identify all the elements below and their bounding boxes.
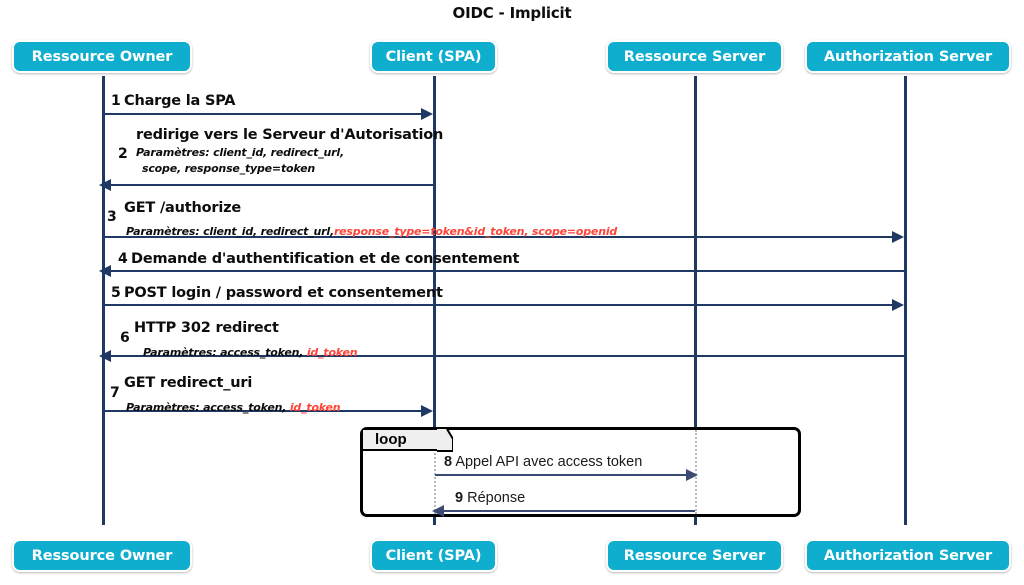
- message-1-label: Charge la SPA: [124, 93, 236, 109]
- participant-client-spa-top[interactable]: Client (SPA): [370, 40, 497, 73]
- message-4-arrowhead: [99, 265, 111, 277]
- diagram-title: OIDC - Implicit: [452, 4, 572, 22]
- message-3-params-row: Paramètres: client_id, redirect_url,resp…: [126, 220, 617, 239]
- message-7-params-row: Paramètres: access_token, id_token: [126, 396, 341, 415]
- lifeline-client-spa: [433, 76, 436, 525]
- message-2-number: 2: [118, 146, 128, 162]
- message-9-arrowhead: [432, 505, 444, 517]
- message-7-label: GET redirect_uri: [124, 375, 252, 391]
- loop-tab-label: loop: [375, 431, 407, 448]
- message-7-arrowhead: [421, 405, 433, 417]
- message-4-label: Demande d'authentification et de consent…: [131, 251, 519, 267]
- message-2-label: redirige vers le Serveur d'Autorisation …: [136, 127, 443, 175]
- message-2-text: redirige vers le Serveur d'Autorisation: [136, 127, 444, 143]
- message-4-number: 4: [118, 251, 128, 267]
- message-5-line: [103, 304, 896, 306]
- loop-tab: [363, 430, 438, 451]
- message-4-text: Demande d'authentification et de consent…: [131, 251, 520, 267]
- message-9-number: 9: [455, 490, 464, 506]
- participant-client-spa-bottom[interactable]: Client (SPA): [370, 539, 497, 572]
- message-2-line: [110, 184, 434, 186]
- participant-authorization-server-top[interactable]: Authorization Server: [805, 40, 1011, 73]
- message-4-line: [110, 270, 905, 272]
- message-6-arrowhead: [99, 350, 111, 362]
- participant-ressource-server-bottom[interactable]: Ressource Server: [606, 539, 783, 572]
- message-9-line: [444, 510, 695, 512]
- message-7-text: GET redirect_uri: [124, 375, 253, 391]
- message-2-params: Paramètres: client_id, redirect_url,: [136, 146, 344, 159]
- message-1-arrowhead: [421, 108, 433, 120]
- message-7-line: [103, 410, 424, 412]
- message-3-params-red: response_type=token&id_token, scope=open…: [333, 225, 618, 238]
- message-5-label: POST login / password et consentement: [124, 285, 443, 301]
- participant-ressource-server-top[interactable]: Ressource Server: [606, 40, 783, 73]
- message-9-text: Réponse: [467, 490, 526, 506]
- lifeline-ressource-owner: [102, 76, 105, 525]
- message-7-params-red: id_token: [289, 401, 341, 414]
- message-5-arrowhead: [892, 299, 904, 311]
- message-6-params-row: Paramètres: access_token, id_token: [143, 341, 358, 360]
- participant-label: Ressource Server: [623, 48, 766, 65]
- participant-label: Ressource Server: [623, 547, 766, 564]
- message-6-params-red: id_token: [306, 346, 358, 359]
- participant-label: Authorization Server: [823, 48, 993, 65]
- lifeline-ressource-server: [694, 76, 697, 525]
- message-6-label: HTTP 302 redirect: [134, 320, 279, 336]
- message-5-text: POST login / password et consentement: [124, 285, 443, 301]
- message-6-text: HTTP 302 redirect: [134, 320, 279, 336]
- message-3-params: Paramètres: client_id, redirect_url,: [126, 225, 334, 238]
- message-2-arrowhead: [99, 179, 111, 191]
- message-2-params-2: scope, response_type=token: [142, 162, 315, 175]
- participant-label: Ressource Owner: [31, 547, 173, 564]
- lifeline-client-spa-inside-loop: [434, 430, 438, 514]
- message-7-params: Paramètres: access_token,: [126, 401, 290, 414]
- message-3-arrowhead: [892, 231, 904, 243]
- message-6-line: [110, 355, 905, 357]
- loop-tab-notch: [437, 429, 453, 452]
- message-8-number: 8: [444, 454, 453, 470]
- message-1-line: [103, 113, 424, 115]
- message-5-number: 5: [111, 285, 121, 301]
- participant-ressource-owner-top[interactable]: Ressource Owner: [12, 40, 192, 73]
- message-3-text: GET /authorize: [124, 200, 241, 216]
- participant-label: Client (SPA): [385, 48, 482, 65]
- message-1-text: Charge la SPA: [124, 93, 236, 109]
- message-8-text: Appel API avec access token: [455, 454, 643, 470]
- message-8-label: 8 Appel API avec access token: [444, 454, 642, 470]
- message-7-number: 7: [110, 385, 120, 401]
- participant-authorization-server-bottom[interactable]: Authorization Server: [805, 539, 1011, 572]
- participant-ressource-owner-bottom[interactable]: Ressource Owner: [12, 539, 192, 572]
- message-8-line: [435, 474, 690, 476]
- message-6-params: Paramètres: access_token,: [143, 346, 307, 359]
- message-9-label: 9 Réponse: [455, 490, 525, 506]
- message-1-number: 1: [111, 93, 121, 109]
- lifeline-authorization-server: [904, 76, 907, 525]
- message-8-arrowhead: [686, 469, 698, 481]
- message-3-number: 3: [107, 209, 117, 225]
- participant-label: Ressource Owner: [31, 48, 173, 65]
- message-6-number: 6: [120, 330, 130, 346]
- message-3-line: [103, 236, 896, 238]
- message-3-label: GET /authorize: [124, 200, 241, 216]
- participant-label: Authorization Server: [823, 547, 993, 564]
- participant-label: Client (SPA): [385, 547, 482, 564]
